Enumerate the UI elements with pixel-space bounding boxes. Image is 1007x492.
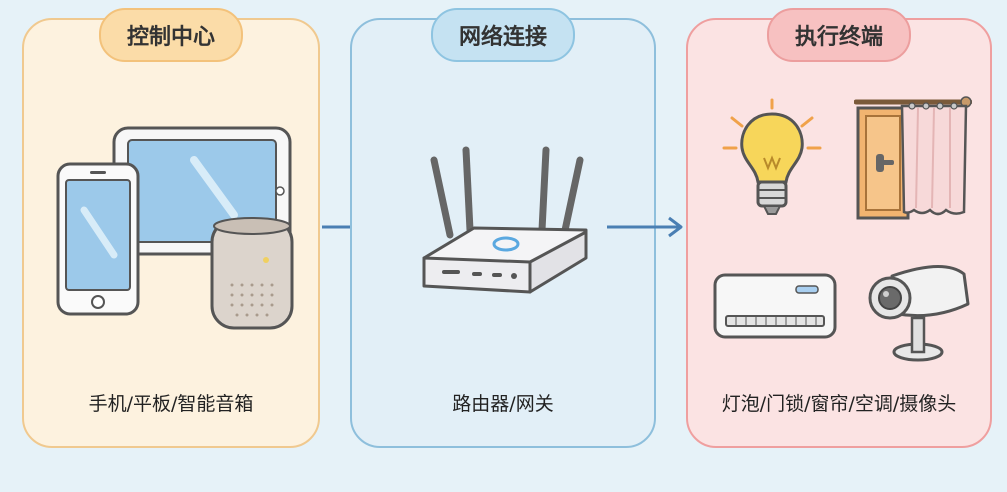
security-camera-icon xyxy=(868,264,970,362)
door-lock-icon xyxy=(856,106,910,220)
tablet-icon xyxy=(112,126,292,256)
smart-speaker-icon xyxy=(210,217,294,330)
door-curtain-illustration xyxy=(854,96,972,220)
control-devices-illustration xyxy=(56,126,294,330)
network-title: 网络连接 xyxy=(430,8,576,62)
execution-panel: 执行终端 xyxy=(686,8,992,448)
execution-caption: 灯泡/门锁/窗帘/空调/摄像头 xyxy=(721,393,957,415)
network-panel: 网络连接 路由器/网关 xyxy=(350,8,656,448)
router-icon xyxy=(422,146,588,294)
smartphone-icon xyxy=(56,162,140,316)
light-bulb-icon xyxy=(722,98,822,215)
arrow-right-icon xyxy=(607,216,683,238)
execution-title: 执行终端 xyxy=(766,8,912,62)
air-conditioner-icon xyxy=(713,273,837,339)
curtain-icon xyxy=(854,96,972,216)
control-center-title: 控制中心 xyxy=(98,8,244,62)
control-center-panel: 控制中心 手机/平板/ xyxy=(22,8,320,448)
network-caption: 路由器/网关 xyxy=(452,393,554,415)
control-center-caption: 手机/平板/智能音箱 xyxy=(88,393,254,415)
